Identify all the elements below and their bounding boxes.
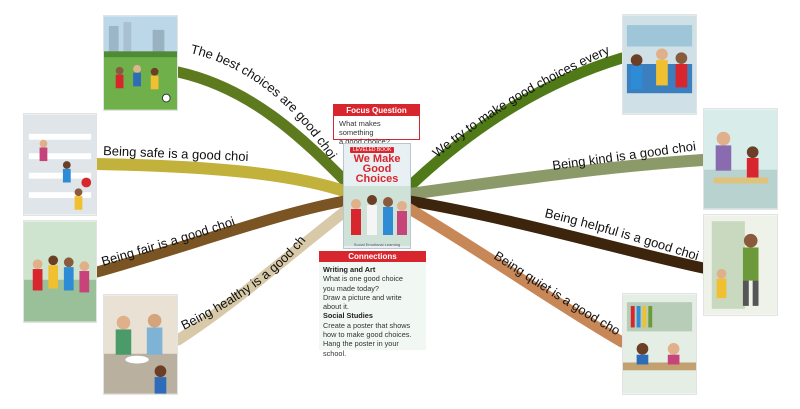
connections-heading: Connections	[319, 251, 426, 262]
branch-safe	[91, 158, 356, 199]
writing-line-3: Draw a picture and write	[323, 292, 402, 302]
book-cover: LEVELED BOOK We Make Good Choices Social…	[343, 143, 411, 249]
social-line-2: how to make good choices.	[323, 330, 412, 340]
focus-question-line-1: What makes something	[339, 119, 381, 137]
focus-question-card: Focus Question What makes something a go…	[333, 104, 420, 146]
branch-kind	[404, 154, 709, 200]
playground-fair-illustration	[23, 220, 97, 323]
crosswalk-illustration	[23, 113, 97, 216]
focus-question-heading: Focus Question	[334, 105, 419, 116]
cafeteria-healthy-illustration	[103, 294, 178, 395]
book-title-line-2: Good	[362, 163, 392, 175]
classroom-kind-illustration	[703, 108, 778, 210]
writing-line-4: about it.	[323, 302, 349, 312]
branch-every-day	[404, 52, 628, 192]
branch-healthy	[172, 200, 358, 346]
writing-art-heading: Writing and Art	[323, 265, 376, 274]
branch-best-choices	[172, 66, 358, 194]
book-title: We Make Good Choices	[346, 153, 408, 185]
book-cover-art	[344, 186, 410, 246]
branch-quiet	[402, 202, 628, 348]
book-footer-text: Social Emotional Learning	[353, 242, 401, 247]
branch-fair	[91, 194, 356, 278]
branch-helpful	[404, 195, 709, 274]
writing-line-1: What is one good choice	[323, 274, 403, 284]
school-bus-illustration	[622, 14, 697, 115]
book-series-label: LEVELED BOOK	[350, 147, 395, 153]
doorway-helpful-illustration	[703, 214, 778, 316]
connections-card: Connections Writing and Art What is one …	[319, 251, 426, 358]
focus-question-line-2: a good choice?	[339, 137, 390, 146]
writing-line-2: you made today?	[323, 283, 379, 293]
book-title-line-3: Choices	[355, 173, 399, 185]
soccer-field-illustration	[103, 15, 178, 111]
book-title-line-1: We Make	[353, 153, 401, 165]
social-line-3: Hang the poster in your school.	[323, 339, 399, 358]
social-studies-heading: Social Studies	[323, 311, 373, 321]
library-quiet-illustration	[622, 293, 697, 395]
social-line-1: Create a poster that shows	[323, 320, 411, 330]
